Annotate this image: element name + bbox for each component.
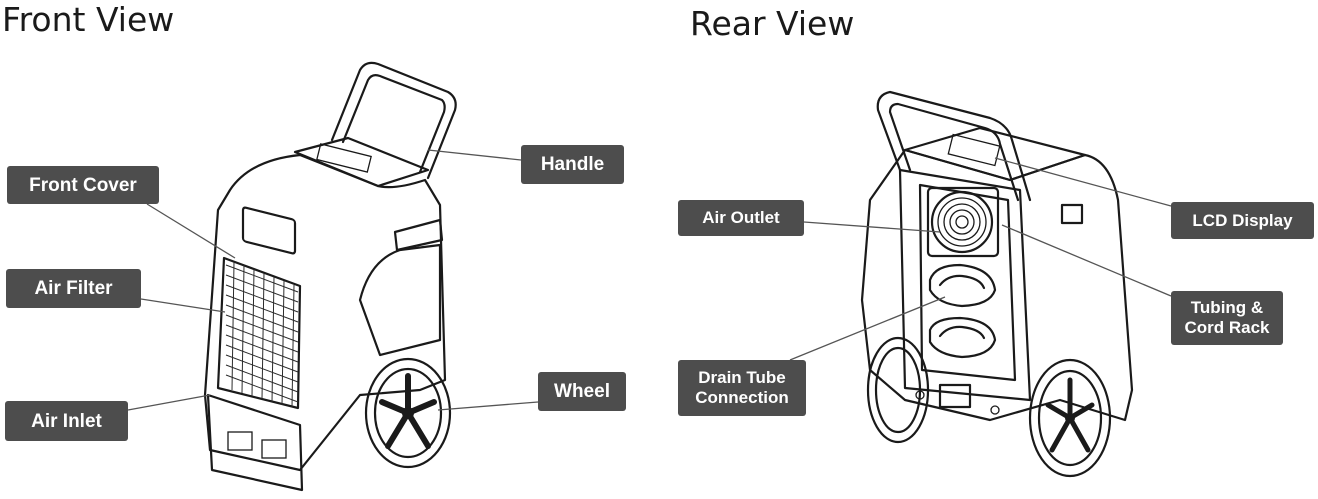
leader-lines bbox=[127, 149, 1172, 411]
rear-body bbox=[860, 148, 1134, 422]
rear-unit-drawing bbox=[860, 90, 1134, 478]
air-filter-label: Air Filter bbox=[6, 269, 141, 308]
air-inlet-label: Air Inlet bbox=[5, 401, 128, 441]
front-body bbox=[203, 153, 447, 472]
front-cover-label: Front Cover bbox=[7, 166, 159, 204]
front-view-title: Front View bbox=[2, 0, 175, 39]
front-grille bbox=[216, 256, 302, 410]
rear-view-title: Rear View bbox=[690, 4, 855, 43]
front-handle bbox=[330, 61, 457, 180]
wheel-label: Wheel bbox=[538, 372, 626, 411]
front-wheel bbox=[364, 357, 452, 469]
rear-air-outlet-fan bbox=[930, 190, 994, 254]
rear-handle bbox=[876, 90, 1032, 202]
rear-tubing-rack bbox=[928, 263, 997, 308]
front-unit-drawing bbox=[203, 61, 457, 492]
rear-wheel bbox=[1028, 358, 1112, 478]
drain-tube-connection-label: Drain Tube Connection bbox=[678, 360, 806, 416]
air-outlet-label: Air Outlet bbox=[678, 200, 804, 236]
tubing-cord-rack-label: Tubing & Cord Rack bbox=[1171, 291, 1283, 345]
handle-label: Handle bbox=[521, 145, 624, 184]
lcd-display-label: LCD Display bbox=[1171, 202, 1314, 239]
